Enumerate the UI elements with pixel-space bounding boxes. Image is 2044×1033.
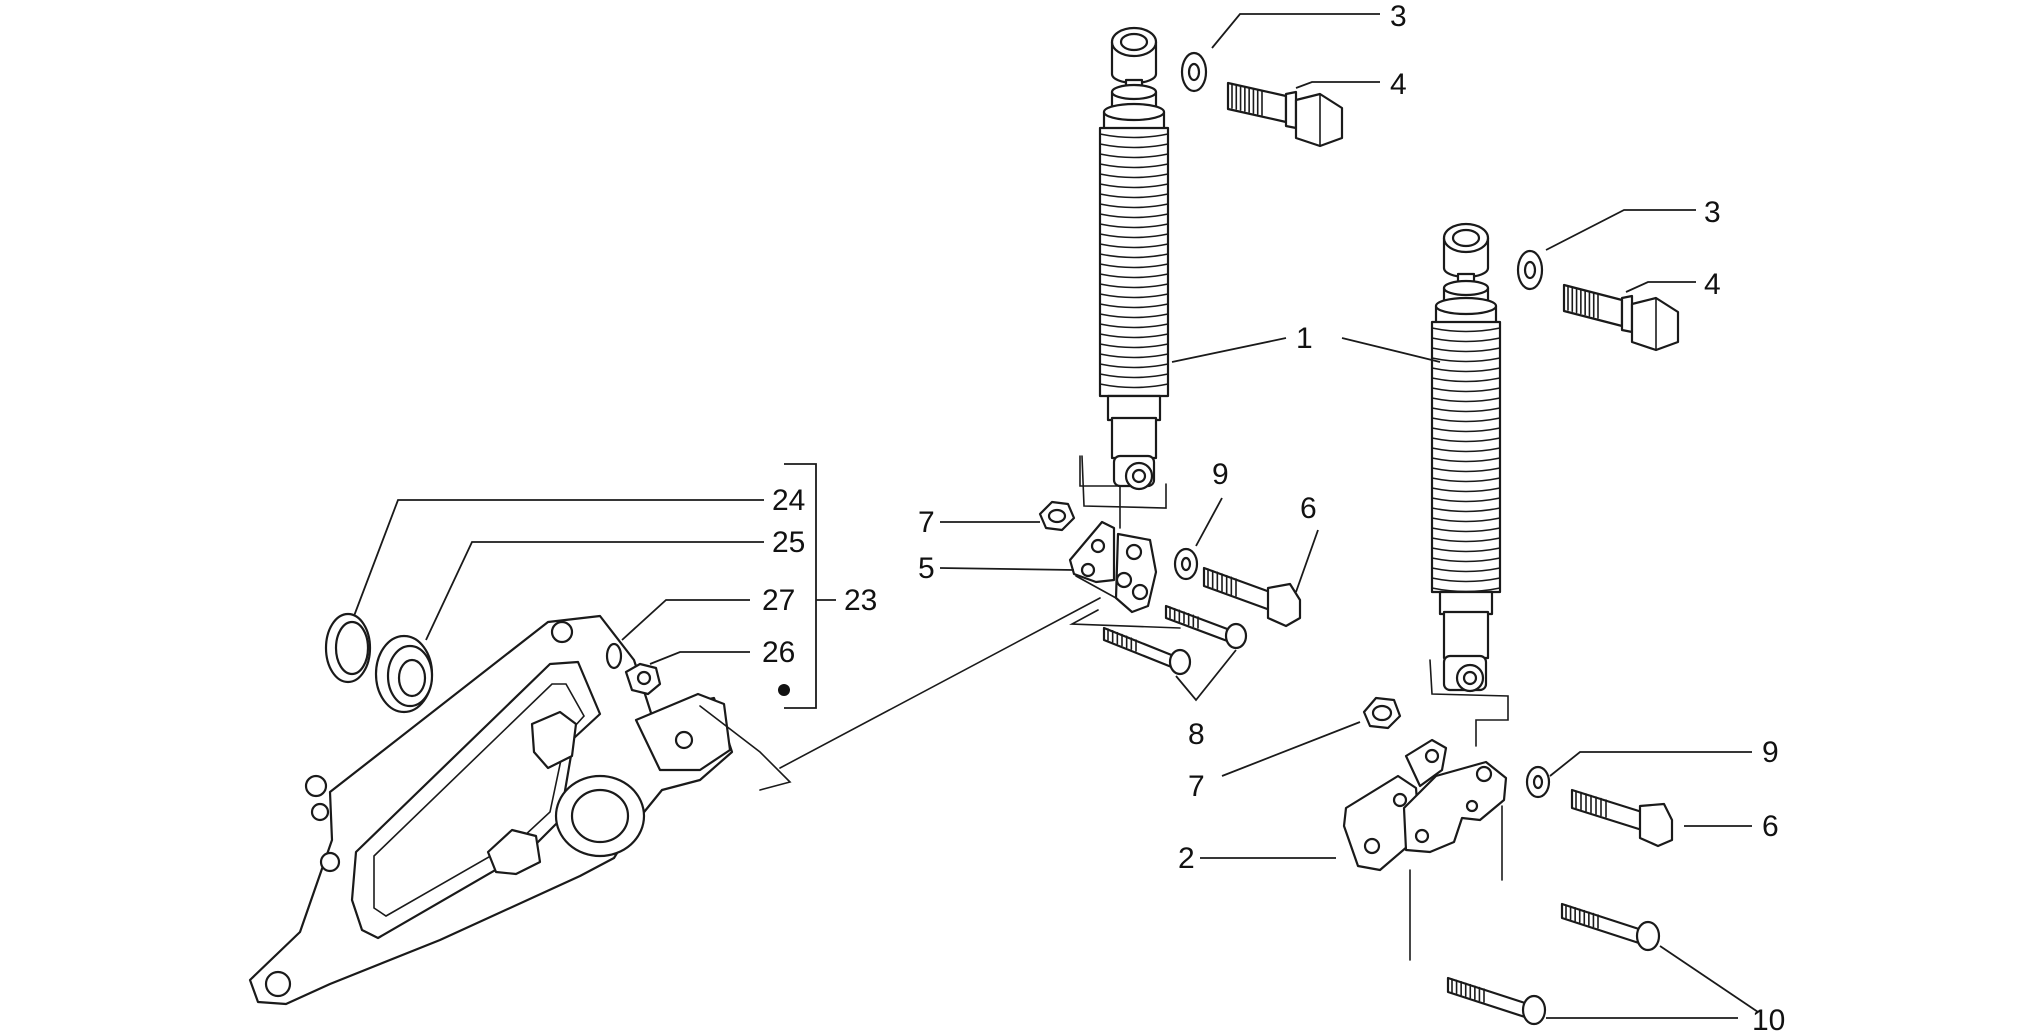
leader-lines <box>353 13 1759 1019</box>
callout-26: 26 <box>762 636 795 669</box>
callout-24: 24 <box>772 484 805 517</box>
bolt-6-lower <box>1570 788 1674 848</box>
swing-arm <box>248 614 792 1006</box>
bearing-25 <box>374 634 434 714</box>
assembly-line-arm <box>779 597 1101 769</box>
washer-9-upper <box>1173 547 1199 581</box>
bracket-2 <box>1342 738 1508 872</box>
callout-1: 1 <box>1296 322 1313 355</box>
callout-5: 5 <box>918 552 935 585</box>
section-mark-lower <box>1069 609 1181 629</box>
washer-right <box>1516 249 1544 291</box>
bolts-8 <box>1102 604 1248 676</box>
washer-left <box>1180 51 1208 93</box>
shock-absorber-right <box>1429 222 1509 747</box>
callout-7-lower: 7 <box>1188 770 1205 803</box>
shock-absorber-left <box>1081 26 1170 509</box>
callout-3-right: 3 <box>1704 196 1721 229</box>
nut-7-upper <box>1038 500 1076 532</box>
callout-3-top: 3 <box>1390 0 1407 33</box>
bracket-5 <box>1068 520 1158 614</box>
callout-7-upper: 7 <box>918 506 935 539</box>
callout-8: 8 <box>1188 718 1205 751</box>
callout-25: 25 <box>772 526 805 559</box>
nut-26 <box>624 662 662 696</box>
section-mark-upper <box>1079 455 1121 529</box>
bolt-left <box>1226 81 1344 148</box>
callout-27: 27 <box>762 584 795 617</box>
callout-9-upper: 9 <box>1212 458 1229 491</box>
callout-10: 10 <box>1752 1004 1785 1033</box>
bolt-6-upper <box>1202 566 1302 628</box>
callout-6-lower: 6 <box>1762 810 1779 843</box>
callout-9-lower: 9 <box>1762 736 1779 769</box>
assembly-marker-dot <box>778 684 790 696</box>
nut-7-lower <box>1362 696 1402 730</box>
callout-2: 2 <box>1178 842 1195 875</box>
callout-23: 23 <box>844 584 877 617</box>
callout-6-upper: 6 <box>1300 492 1317 525</box>
ring-27 <box>605 642 623 670</box>
snap-ring-24 <box>324 612 372 684</box>
washer-9-lower <box>1525 765 1551 799</box>
callout-4-right: 4 <box>1704 268 1721 301</box>
bolts-10 <box>1446 902 1661 1026</box>
bolt-right <box>1562 283 1680 352</box>
callout-4-top: 4 <box>1390 68 1407 101</box>
